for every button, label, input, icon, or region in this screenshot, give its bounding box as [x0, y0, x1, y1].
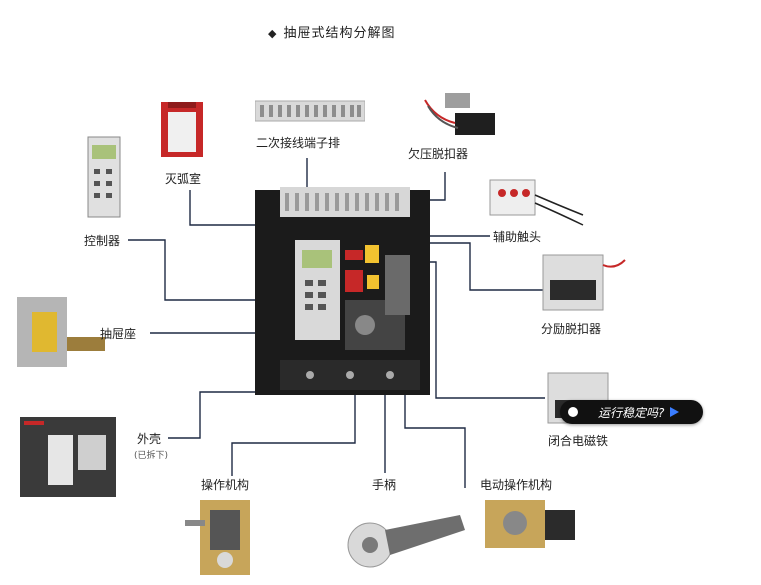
record-dot-icon [568, 407, 578, 417]
shunt-release-image [542, 254, 626, 311]
diagram-title: ◆ 抽屉式结构分解图 [268, 22, 395, 41]
title-bullet: ◆ [268, 27, 278, 40]
label-motor-mechanism: 电动操作机构 [480, 478, 553, 492]
label-undervoltage-release: 欠压脱扣器 [408, 147, 469, 161]
aux-contact-image [489, 179, 584, 226]
overlay-chip-text: 运行稳定吗? [598, 405, 665, 420]
label-aux-contact: 辅助触头 [493, 230, 542, 244]
label-closing-magnet: 闭合电磁铁 [548, 434, 609, 448]
label-shunt-release: 分励脱扣器 [541, 322, 602, 336]
shell-image [20, 417, 116, 497]
arc-chamber-image [161, 102, 203, 157]
label-shell: 外壳 [137, 432, 162, 446]
label-secondary-terminal: 二次接线端子排 [256, 136, 341, 150]
undervoltage-release-image [424, 93, 495, 135]
leader-arc-chamber [189, 190, 262, 226]
leader-controller [128, 239, 305, 301]
motor-mechanism-image [485, 500, 575, 548]
label-handle: 手柄 [372, 478, 397, 492]
breaker-assembly-image [255, 187, 430, 395]
play-arrow-icon[interactable] [670, 407, 680, 417]
label-operating-mechanism: 操作机构 [201, 478, 250, 492]
controller-image [87, 136, 121, 218]
drawer-base-image [17, 297, 105, 367]
leader-shell [168, 391, 272, 439]
overlay-chip[interactable]: 运行稳定吗? [560, 400, 703, 424]
label-shell-note: (已拆下) [134, 451, 169, 461]
title-text: 抽屉式结构分解图 [283, 26, 396, 41]
handle-image [347, 515, 465, 568]
terminal-strip-image [255, 100, 365, 122]
operating-mechanism-image [185, 500, 250, 575]
label-controller: 控制器 [84, 234, 121, 248]
leader-operating-mechanism [231, 385, 356, 476]
label-drawer-base: 抽屉座 [100, 327, 137, 341]
label-arc-chamber: 灭弧室 [165, 172, 202, 186]
